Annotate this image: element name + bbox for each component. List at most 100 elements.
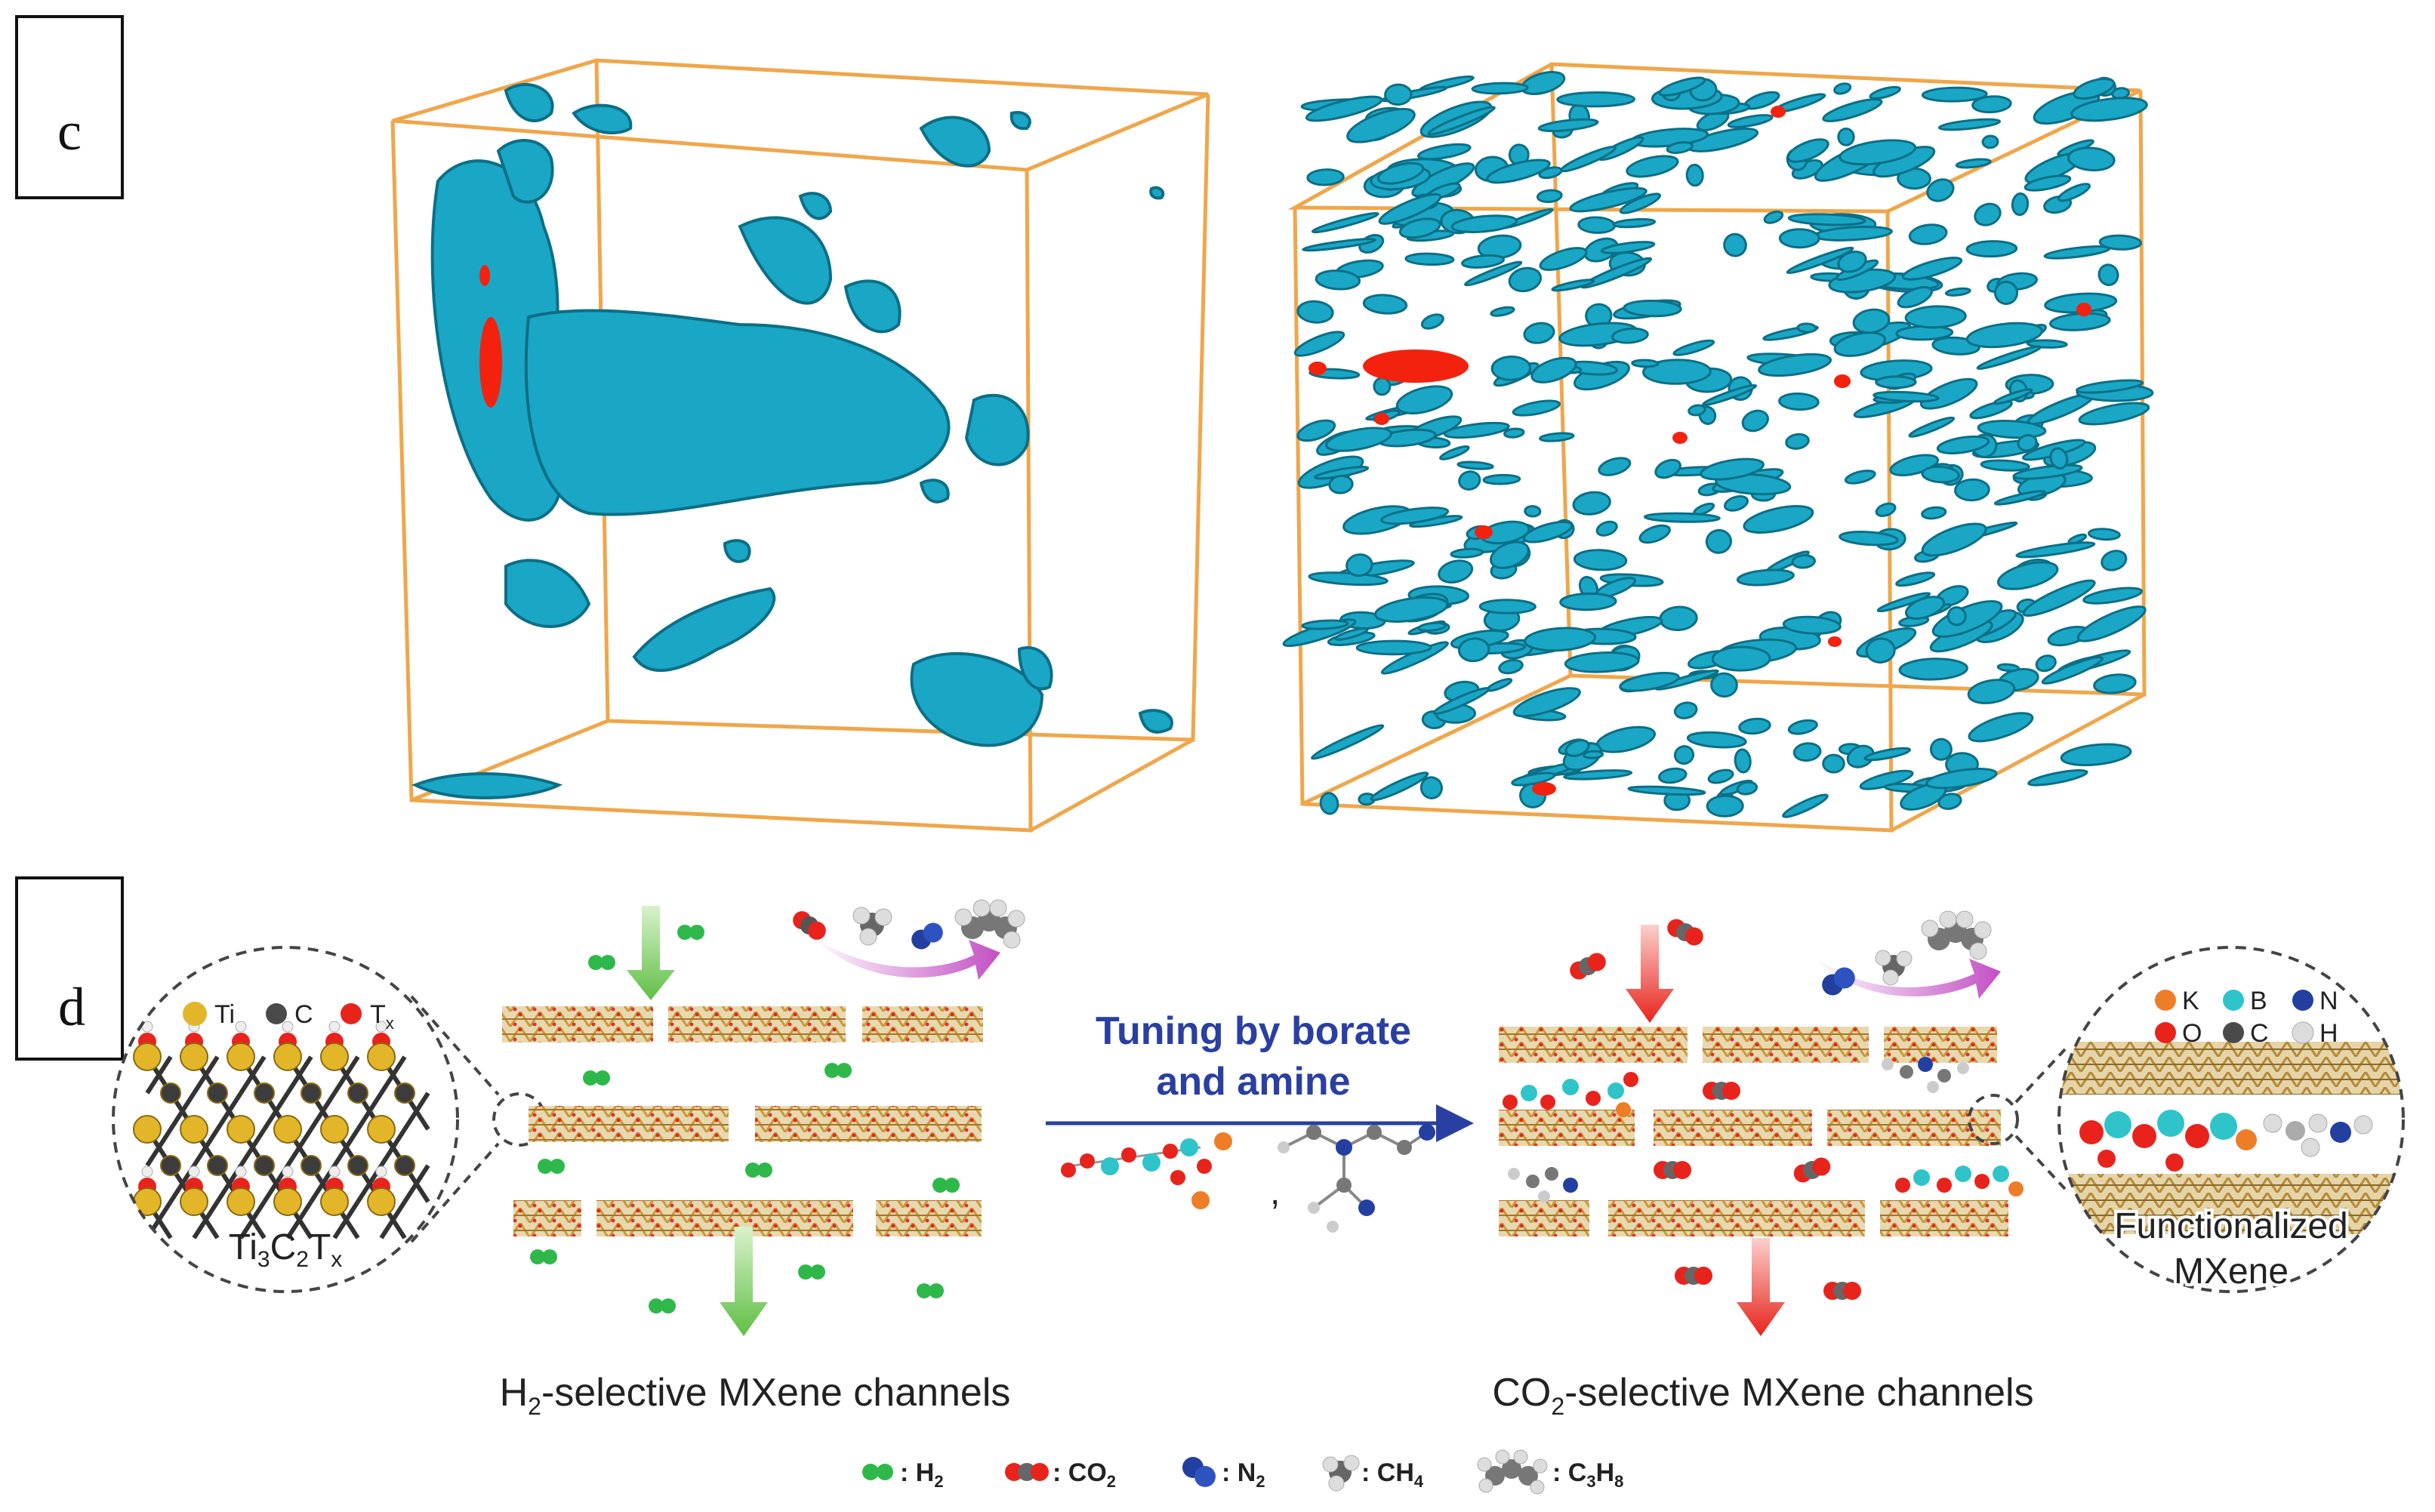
pore-blob — [2101, 550, 2128, 571]
caption-h2-sub: 2 — [528, 1393, 541, 1420]
legend-c3h8-suffix: H — [1596, 1458, 1615, 1487]
mxene-sheet — [1499, 1110, 1635, 1146]
h2-atom — [661, 1298, 676, 1313]
pore-blob — [1376, 162, 1425, 185]
pore-blob — [1362, 294, 1408, 315]
c-atom — [301, 1155, 322, 1176]
legend-n2-label: : N2 — [1222, 1458, 1265, 1491]
borate-molecule — [1061, 1132, 1232, 1209]
pore-blob — [1846, 744, 1875, 768]
pore-blob — [1524, 505, 1542, 518]
pore-blob — [1787, 719, 1818, 735]
co2-molecule-icon-o — [1031, 1463, 1049, 1481]
h2-molecules — [530, 925, 960, 1313]
pore-blob — [2093, 673, 2137, 694]
mxene-sheet — [1703, 1027, 1869, 1063]
ch4-molecule-icon-h1 — [1322, 1456, 1339, 1473]
h2-atom — [929, 1283, 944, 1298]
tuning-step: Tuning by borate and amine , — [1046, 1009, 1474, 1233]
pore-blob — [2073, 78, 2116, 100]
pore-blob — [1786, 138, 1829, 163]
co2-outflow-arrow — [1737, 1238, 1785, 1336]
ti-atom — [367, 1042, 396, 1071]
co2-molecule — [1703, 1082, 1740, 1100]
pore-blob — [1954, 478, 1990, 502]
pore-blob — [1936, 435, 1990, 454]
pore-blob — [1464, 260, 1523, 287]
pore-blob — [1700, 457, 1765, 481]
cube-left — [390, 58, 1210, 833]
pore-blob — [1876, 592, 1931, 613]
pore-blob — [1619, 672, 1680, 692]
h2-atom — [837, 1063, 852, 1078]
legend-k-b-n-o-c-h: K B N O C H — [2155, 987, 2338, 1048]
atom-label-tx-sub: x — [386, 1014, 394, 1033]
pore-blob — [1319, 792, 1339, 815]
pore-blob — [1631, 359, 1660, 368]
pore-blob — [1996, 663, 2020, 673]
c-atom — [160, 1155, 181, 1176]
pore-blob — [1427, 106, 1496, 136]
pore-blob — [1968, 712, 2034, 743]
legend-co2-sub: 2 — [1107, 1472, 1116, 1491]
pore-blob — [1654, 458, 1681, 479]
pore-blob — [1346, 107, 1416, 143]
pore-blob — [1416, 143, 1472, 161]
pore-blob — [1619, 192, 1661, 214]
atom-label-n: N — [2319, 987, 2338, 1015]
pore-blob — [1901, 256, 1963, 281]
co2-molecule — [1675, 1267, 1712, 1285]
pore-blob — [1706, 794, 1744, 818]
pore-blob — [1612, 217, 1657, 229]
pore-blob — [1458, 470, 1481, 491]
c3h8-molecule-icon-c2 — [1502, 1459, 1521, 1479]
pore-blob — [1786, 246, 1854, 275]
pore-blob — [1782, 793, 1829, 818]
pore-blob — [1844, 470, 1876, 485]
ti-atom — [367, 1187, 396, 1216]
ti-atom — [133, 1042, 162, 1071]
pore-blob — [1702, 383, 1758, 406]
pore-blob — [1572, 491, 1611, 516]
pore-blob — [1875, 375, 1917, 390]
pore-blob — [1937, 118, 2002, 131]
pore-blob — [2012, 463, 2083, 480]
pore-blob — [2035, 654, 2057, 673]
rejected-gas-arrow-left — [812, 936, 1000, 980]
pore-blob — [1673, 745, 1695, 765]
pore-blob — [1642, 359, 1712, 385]
ti-atom — [367, 1115, 396, 1144]
mxene-sheet — [876, 1200, 982, 1236]
formula-part-t: T — [309, 1227, 331, 1267]
mxene-sheet — [1827, 1110, 2001, 1146]
pore-blob — [2022, 579, 2096, 617]
h-atom — [375, 1021, 387, 1033]
atom-label-h: H — [2319, 1019, 2338, 1048]
pore-blob — [1796, 322, 1817, 334]
pore-blob — [1875, 502, 1897, 517]
pore-blob — [2011, 192, 2030, 217]
pore-blob — [1715, 473, 1792, 496]
pore-blob — [1993, 490, 2046, 506]
inset-title-line1: Functionalized — [2114, 1206, 2348, 1246]
ti-atom — [320, 1115, 349, 1144]
pore-blob — [1977, 420, 2047, 439]
pore-blob — [1471, 82, 1529, 95]
mxene-sheet — [1654, 1110, 1812, 1146]
pore-blob — [1490, 355, 1532, 381]
pore-blob — [1741, 409, 1769, 433]
legend-co2-text: : CO — [1053, 1458, 1107, 1487]
c3h8-molecule-icon-h4 — [1533, 1458, 1548, 1474]
pore-blob — [1822, 753, 1845, 774]
pore-blob — [1723, 232, 1747, 257]
c-atom-icon — [266, 1003, 287, 1024]
pore-blob — [1334, 627, 1369, 641]
pore-blob — [1306, 168, 1345, 186]
co2-molecule — [1570, 953, 1606, 980]
co2-molecule — [1823, 1282, 1861, 1300]
panel-d-label: d — [58, 977, 85, 1037]
cube-right-red-regions — [1308, 106, 2091, 796]
pore-blob — [1981, 134, 1999, 149]
pore-blob — [1355, 639, 1432, 656]
